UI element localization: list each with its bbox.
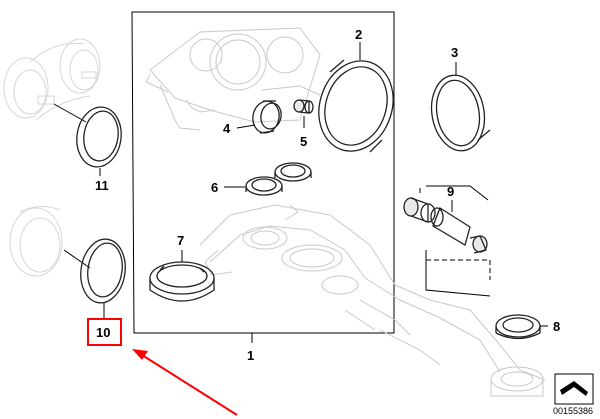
document-id: 00155386: [553, 406, 593, 416]
callout-11: 11: [95, 178, 109, 193]
callout-3: 3: [451, 45, 458, 60]
callout-4: 4: [223, 121, 231, 136]
part-8-ring: [495, 314, 541, 340]
callout-8: 8: [553, 319, 560, 334]
dashboard-ghost: [145, 27, 321, 131]
part-10-cluster: [9, 206, 126, 318]
main-assembly-frame: [131, 11, 395, 334]
callout-9: 9: [447, 184, 454, 199]
part-4-trim-ring: [252, 100, 282, 134]
highlight-arrow: [132, 349, 238, 416]
leader-lines: [181, 42, 548, 343]
callout-1: 1: [247, 348, 254, 363]
part-5-plug: [293, 99, 314, 114]
part-9-tube-assembly: [403, 185, 491, 297]
callout-10: 10: [96, 325, 110, 340]
part-7-cupholder-ring: [149, 261, 215, 302]
highlight-box: [87, 318, 122, 346]
callout-6: 6: [211, 180, 218, 195]
shifter-ghost: [490, 366, 544, 397]
part-11-cluster: [3, 38, 122, 176]
view-icon: [554, 373, 594, 405]
callout-5: 5: [300, 134, 307, 149]
part-3-ring: [430, 74, 491, 152]
part-6-vent-rings: [245, 162, 312, 196]
part-2-instrument-bezel: [318, 59, 394, 153]
console-ghost: [199, 204, 546, 381]
callout-7: 7: [177, 233, 184, 248]
callout-2: 2: [355, 27, 362, 42]
